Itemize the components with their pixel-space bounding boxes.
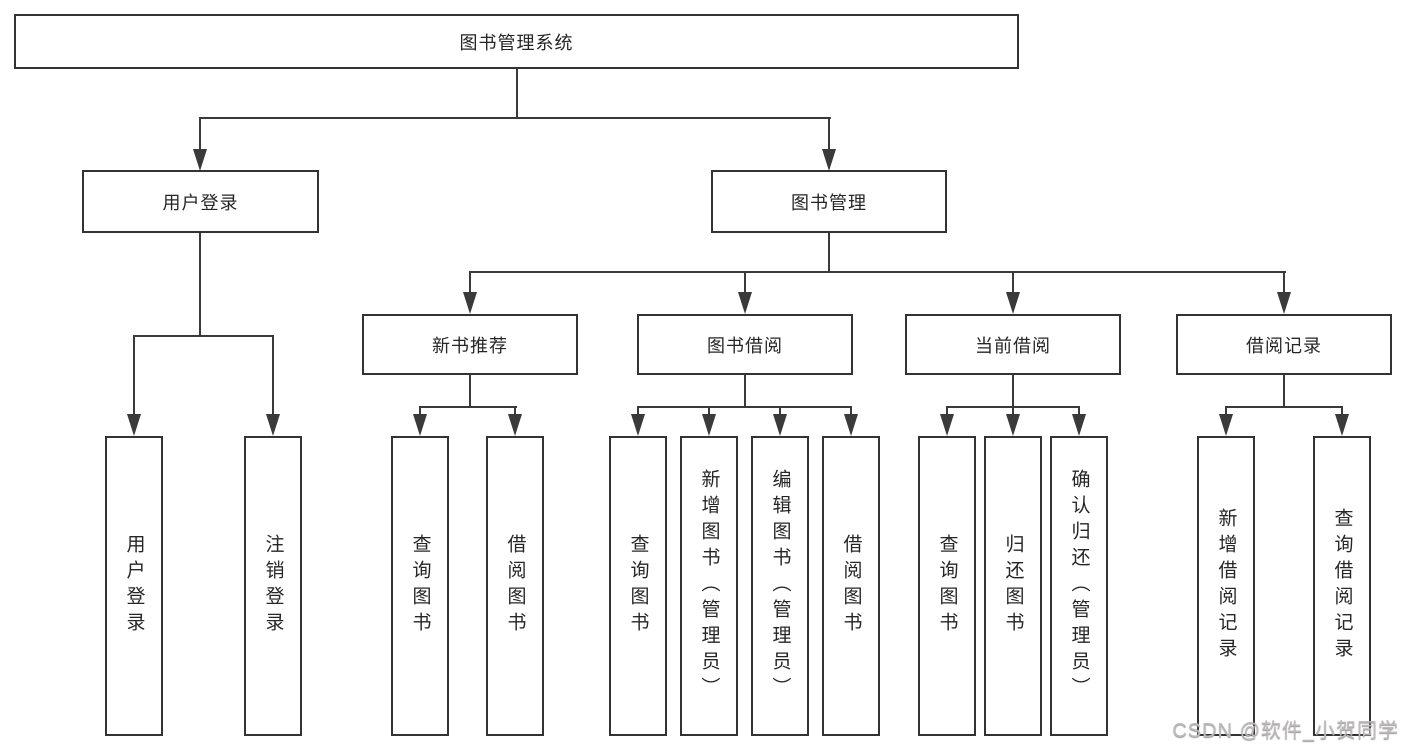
arrowhead-g5-1 (1219, 414, 1233, 436)
connector-arrow-shaft-g3-3 (779, 406, 781, 418)
connector-arrow-shaft-book-borrow (744, 271, 746, 294)
arrowhead-user-login (193, 149, 207, 171)
connector-book-borrow-bus (637, 406, 852, 408)
connector-arrow-shaft-g3-2 (708, 406, 710, 418)
connector-arrow-shaft-book-mgmt (828, 117, 830, 151)
arrowhead-g3-4 (844, 414, 858, 436)
leaf-logout-label: 注销登录 (262, 534, 284, 638)
connector-arrow-shaft-user-login (199, 117, 201, 151)
leaf-query-borrow-record: 查询借阅记录 (1313, 436, 1371, 736)
connector-current-borrow-stem (1012, 374, 1014, 408)
connector-arrow-shaft-g4-1 (946, 406, 948, 418)
arrowhead-borrow-records (1277, 292, 1291, 314)
arrowhead-book-mgmt (822, 149, 836, 171)
leaf-add-book-admin: 新增图书（管理员） (680, 436, 738, 736)
arrowhead-g4-2 (1006, 414, 1020, 436)
csdn-watermark: CSDN @软件_小贺同学 (1172, 720, 1399, 742)
connector-borrow-records-bus (1225, 406, 1343, 408)
leaf-edit-book-admin-label: 编辑图书（管理员） (769, 469, 791, 703)
connector-arrow-shaft-g3-4 (850, 406, 852, 418)
node-user-login-label: 用户登录 (162, 192, 239, 213)
arrowhead-leaf-logout (266, 414, 280, 436)
leaf-return-book-label: 归还图书 (1002, 534, 1024, 638)
leaf-query-books-borrow: 查询图书 (609, 436, 667, 736)
leaf-query-books-current: 查询图书 (918, 436, 976, 736)
connector-arrow-shaft-g4-3 (1078, 406, 1080, 418)
node-new-book-rec: 新书推荐 (362, 314, 578, 375)
connector-borrow-records-stem (1283, 374, 1285, 408)
node-current-borrow: 当前借阅 (905, 314, 1121, 375)
node-user-login: 用户登录 (82, 170, 319, 233)
connector-arrow-shaft-g5-1 (1225, 406, 1227, 418)
leaf-query-books-borrow-label: 查询图书 (627, 534, 649, 638)
connector-book-mgmt-bus (469, 271, 1286, 273)
leaf-borrow-books-rec: 借阅图书 (486, 436, 544, 736)
arrowhead-g4-1 (940, 414, 954, 436)
leaf-query-borrow-record-label: 查询借阅记录 (1331, 508, 1353, 664)
connector-new-book-rec-stem (469, 374, 471, 408)
connector-user-login-stem (199, 233, 201, 337)
arrowhead-g3-2 (702, 414, 716, 436)
node-root: 图书管理系统 (14, 14, 1019, 69)
node-root-label: 图书管理系统 (459, 32, 574, 53)
leaf-confirm-return-admin: 确认归还（管理员） (1050, 436, 1108, 736)
connector-arrow-shaft-leaf-logout (272, 335, 274, 416)
leaf-query-books-current-label: 查询图书 (936, 534, 958, 638)
leaf-user-login: 用户登录 (105, 436, 163, 736)
connector-arrow-shaft-g2-2 (514, 406, 516, 418)
arrowhead-g3-1 (631, 414, 645, 436)
leaf-query-books-rec: 查询图书 (391, 436, 449, 736)
connector-book-mgmt-stem (828, 233, 830, 273)
leaf-confirm-return-admin-label: 确认归还（管理员） (1068, 469, 1090, 703)
connector-arrow-shaft-current-borrow (1012, 271, 1014, 294)
leaf-add-borrow-record: 新增借阅记录 (1197, 436, 1255, 736)
connector-arrow-shaft-g5-2 (1341, 406, 1343, 418)
arrowhead-book-borrow (738, 292, 752, 314)
connector-arrow-shaft-leaf-user-login (133, 335, 135, 416)
node-book-borrow: 图书借阅 (637, 314, 853, 375)
arrowhead-current-borrow (1006, 292, 1020, 314)
arrowhead-g2-1 (413, 414, 427, 436)
connector-arrow-shaft-new-book-rec (469, 271, 471, 294)
arrowhead-g3-3 (773, 414, 787, 436)
leaf-add-book-admin-label: 新增图书（管理员） (698, 469, 720, 703)
node-borrow-records: 借阅记录 (1176, 314, 1392, 375)
node-new-book-rec-label: 新书推荐 (432, 335, 508, 356)
leaf-query-books-rec-label: 查询图书 (409, 534, 431, 638)
arrowhead-leaf-user-login (127, 414, 141, 436)
node-borrow-records-label: 借阅记录 (1246, 335, 1322, 356)
leaf-add-borrow-record-label: 新增借阅记录 (1215, 508, 1237, 664)
node-book-borrow-label: 图书借阅 (707, 335, 783, 356)
leaf-borrow-books: 借阅图书 (822, 436, 880, 736)
node-current-borrow-label: 当前借阅 (975, 335, 1051, 356)
arrowhead-g5-2 (1335, 414, 1349, 436)
connector-arrow-shaft-g2-1 (419, 406, 421, 418)
node-book-mgmt-label: 图书管理 (791, 192, 867, 213)
arrowhead-g2-2 (508, 414, 522, 436)
connector-arrow-shaft-g3-1 (637, 406, 639, 418)
connector-new-book-rec-bus (419, 406, 517, 408)
leaf-edit-book-admin: 编辑图书（管理员） (751, 436, 809, 736)
connector-root-bus (199, 117, 831, 119)
connector-arrow-shaft-borrow-records (1283, 271, 1285, 294)
leaf-borrow-books-label: 借阅图书 (840, 534, 862, 638)
leaf-borrow-books-rec-label: 借阅图书 (504, 534, 526, 638)
arrowhead-g4-3 (1072, 414, 1086, 436)
leaf-return-book: 归还图书 (984, 436, 1042, 736)
connector-book-borrow-stem (744, 374, 746, 408)
leaf-logout: 注销登录 (244, 436, 302, 736)
connector-arrow-shaft-g4-2 (1012, 406, 1014, 418)
connector-root-stem (516, 69, 518, 119)
arrowhead-new-book-rec (463, 292, 477, 314)
leaf-user-login-label: 用户登录 (123, 534, 145, 638)
connector-user-login-bus (133, 335, 274, 337)
node-book-mgmt: 图书管理 (711, 170, 947, 233)
